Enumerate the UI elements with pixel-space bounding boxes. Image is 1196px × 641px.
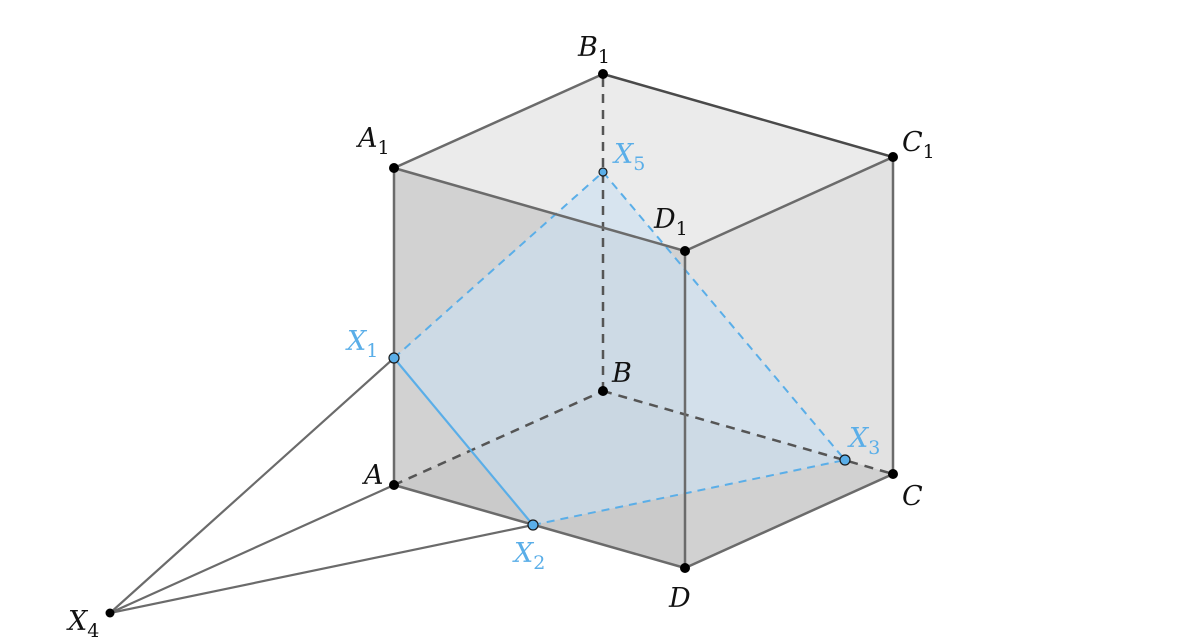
section-labels: X1 X2 X3 X5 xyxy=(345,139,880,574)
label-X1: X1 xyxy=(345,326,378,362)
section-X2-X3 xyxy=(532,459,846,526)
label-C1: C1 xyxy=(902,127,935,163)
label-X5: X5 xyxy=(612,139,645,175)
edge-A-D xyxy=(393,483,686,570)
vertex-labels: A B C D A1 B1 C1 D1 X4 xyxy=(66,32,935,641)
section-X1-X5 xyxy=(393,171,604,359)
label-X3: X3 xyxy=(847,423,880,459)
cube-vertices xyxy=(105,69,898,618)
edge-D1-A1 xyxy=(393,166,686,253)
section-X5-X3 xyxy=(602,171,846,461)
section-hidden-lines xyxy=(393,171,846,526)
edge-C1-D1 xyxy=(684,155,894,253)
vertex-A xyxy=(389,480,399,490)
vertex-B xyxy=(598,386,608,396)
label-B1: B1 xyxy=(577,32,610,68)
line-X4-X2 xyxy=(109,523,534,615)
edge-A-B xyxy=(393,389,604,487)
section-points xyxy=(388,167,851,531)
label-A: A xyxy=(361,460,384,491)
visible-edges xyxy=(392,72,895,570)
edge-A1-B1 xyxy=(393,72,604,170)
label-X2: X2 xyxy=(512,538,545,574)
auxiliary-lines xyxy=(109,357,534,615)
point-X4 xyxy=(105,608,115,618)
vertex-D1 xyxy=(680,246,690,256)
line-X4-X1 xyxy=(109,357,395,614)
line-X4-A xyxy=(109,483,395,615)
edge-B1-C1 xyxy=(602,72,894,159)
hidden-edges xyxy=(393,74,894,487)
section-X1-X2 xyxy=(393,357,534,526)
label-C: C xyxy=(902,481,923,512)
label-B: B xyxy=(611,358,632,389)
label-X4: X4 xyxy=(66,606,99,641)
vertex-A1 xyxy=(389,163,399,173)
point-X1 xyxy=(388,352,400,364)
section-plane xyxy=(394,172,845,525)
edge-D-C xyxy=(684,472,894,570)
vertex-C xyxy=(888,469,898,479)
edge-B-C xyxy=(602,389,894,476)
vertex-C1 xyxy=(888,152,898,162)
label-D: D xyxy=(668,583,691,614)
point-X2 xyxy=(527,519,539,531)
face-top xyxy=(394,74,893,251)
vertex-D xyxy=(680,563,690,573)
point-X3 xyxy=(839,454,851,466)
vertex-B1 xyxy=(598,69,608,79)
label-D1: D1 xyxy=(653,204,688,240)
label-A1: A1 xyxy=(355,123,390,159)
point-X5 xyxy=(598,167,608,177)
